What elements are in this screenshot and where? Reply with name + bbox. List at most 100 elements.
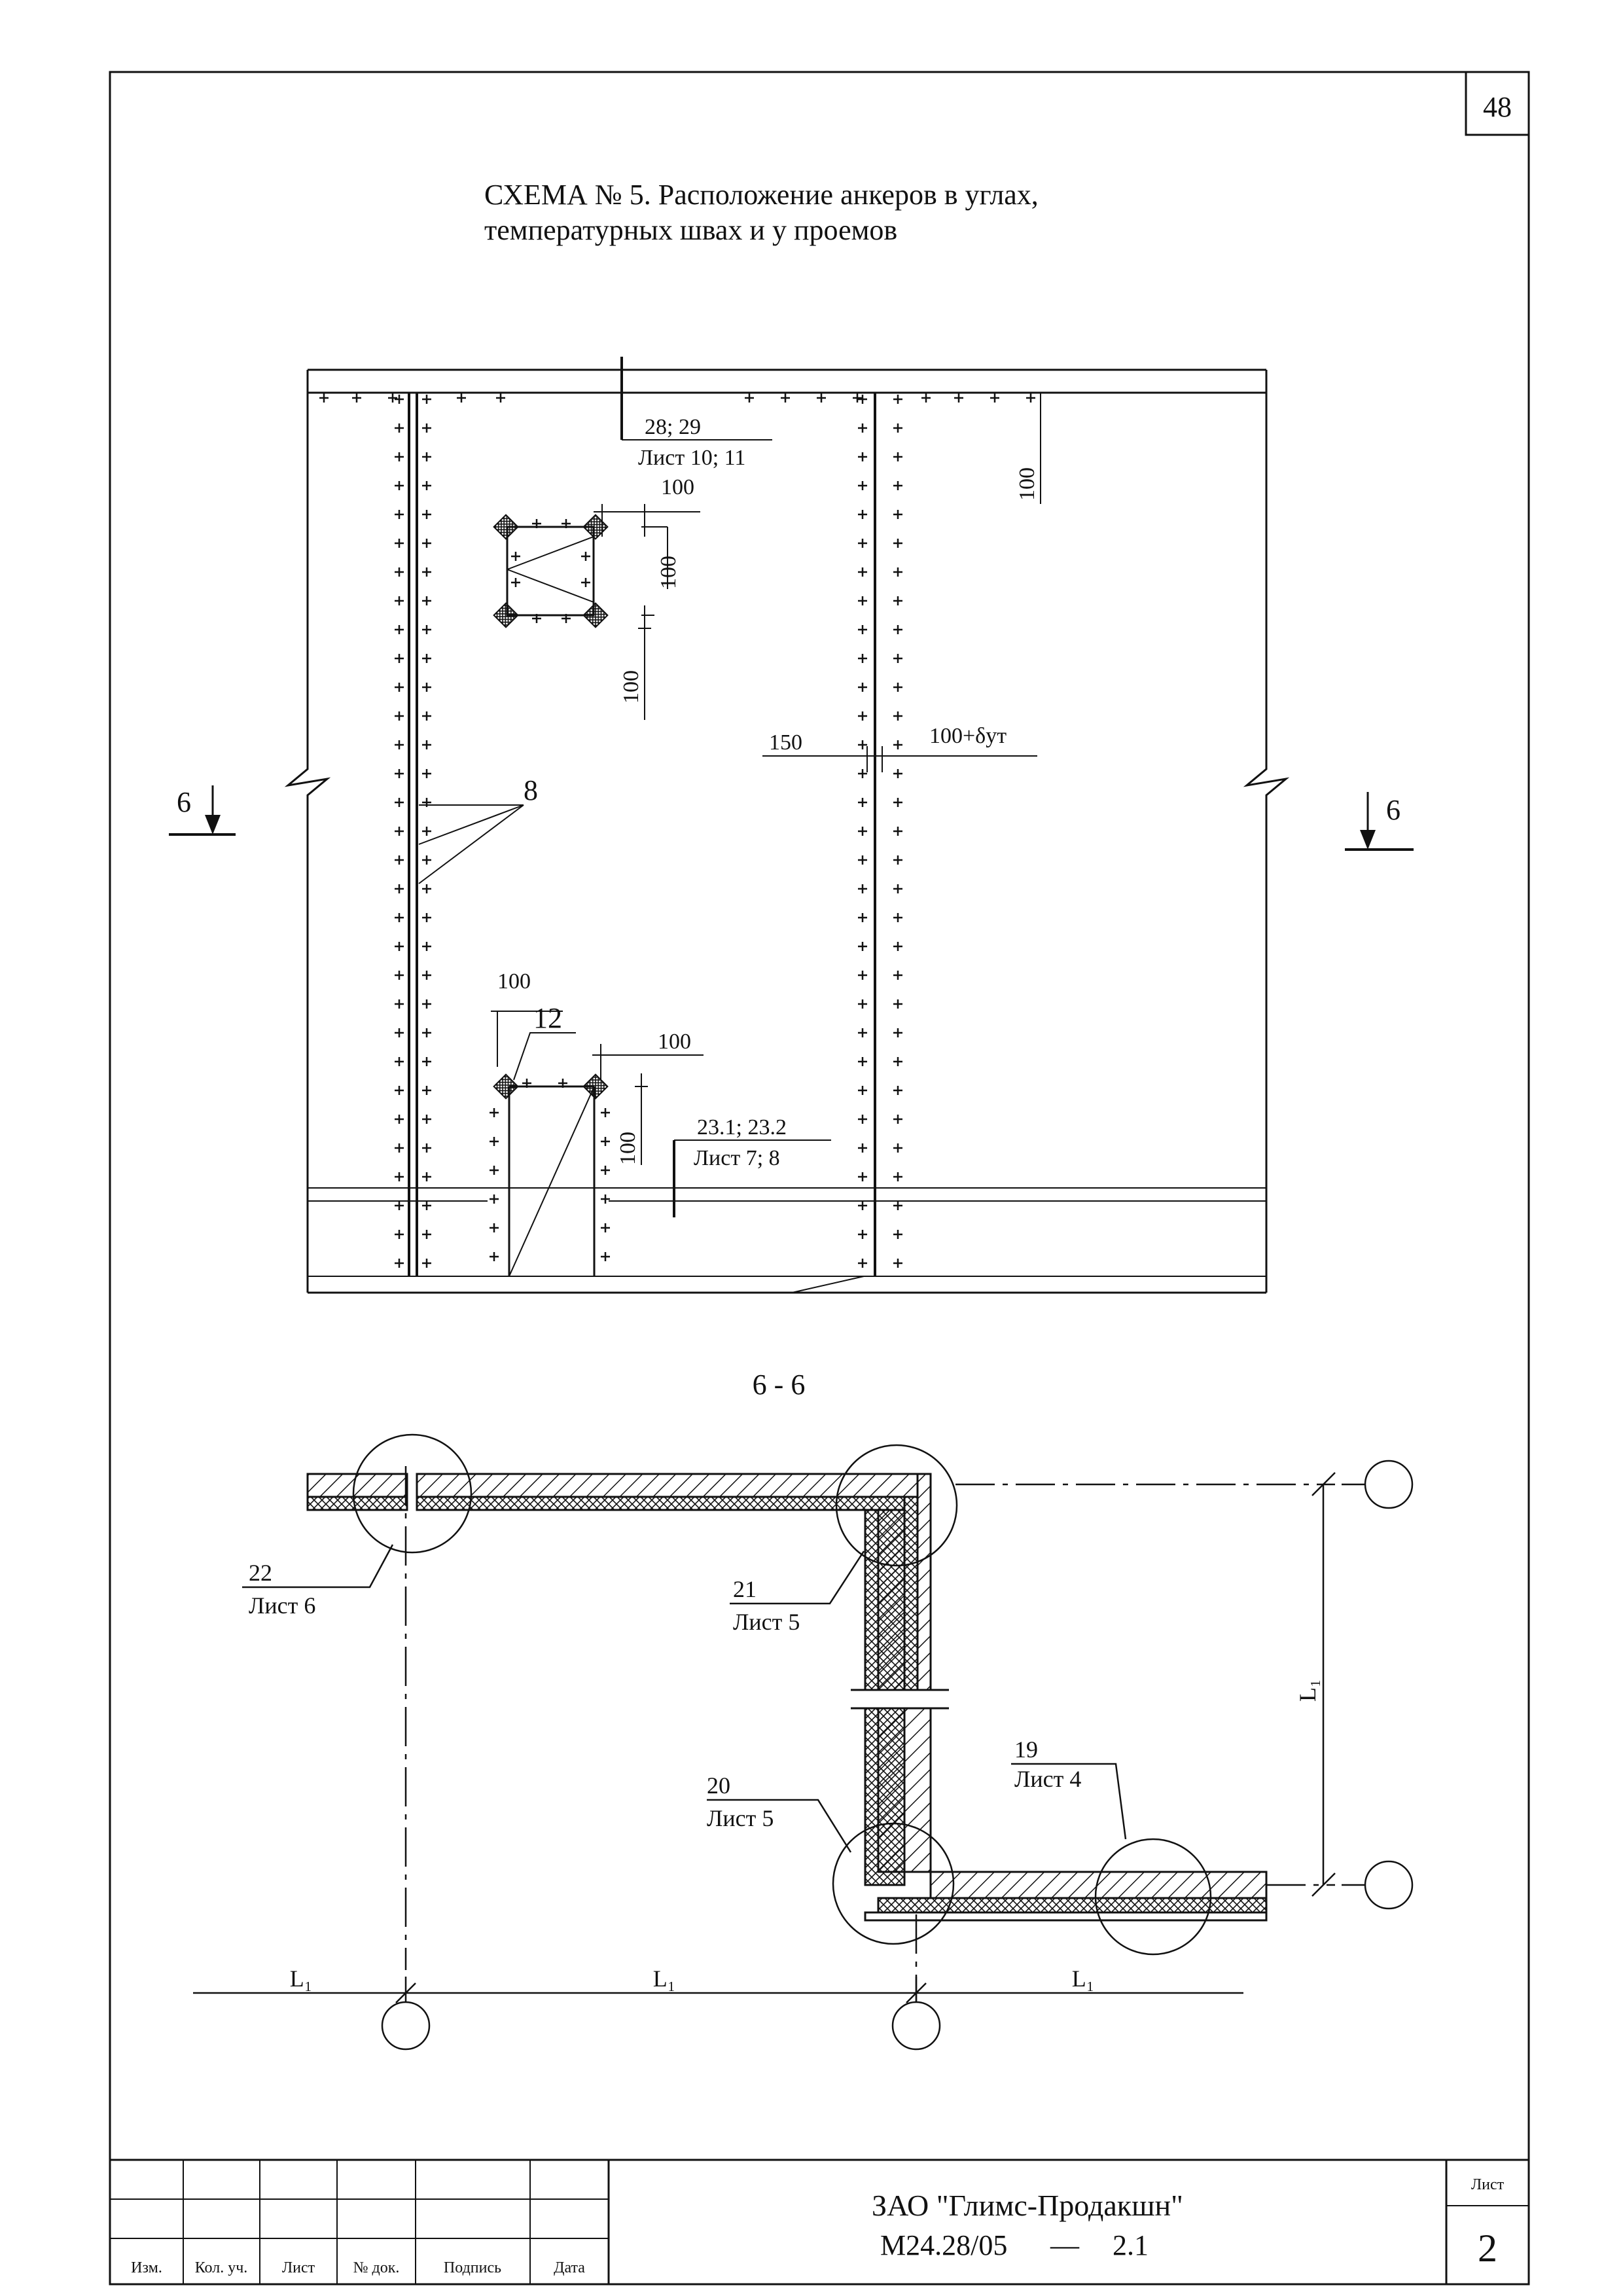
leader-12-label: 12 (533, 1002, 562, 1034)
anchor-plus-mark (893, 942, 902, 951)
anchor-plus-mark (562, 519, 571, 528)
anchor-plus-mark (601, 1108, 610, 1117)
anchor-plus-mark (395, 913, 404, 922)
anchor-plus-mark (395, 1259, 404, 1268)
section-mark-left (169, 785, 236, 836)
dim-door-left-top: 100 (497, 969, 531, 994)
tb-header-list: Лист (282, 2259, 315, 2276)
anchor-plus-mark (395, 625, 404, 634)
section-mark-right-label: 6 (1386, 794, 1400, 826)
anchor-plus-mark (422, 855, 431, 865)
corner-anchors (493, 514, 609, 1100)
anchor-plus-mark (395, 884, 404, 893)
anchor-plus-mark (522, 1079, 531, 1088)
span-h1-label: L₁ (290, 1965, 313, 1992)
sheet-frame (109, 71, 1530, 2286)
anchor-plus-mark (858, 1028, 867, 1037)
anchor-plus-mark (319, 393, 329, 403)
tb-sheet-number: 2 (1478, 2227, 1497, 2270)
anchor-plus-mark (422, 683, 431, 692)
anchor-plus-mark (893, 855, 902, 865)
anchor-plus-mark (490, 1166, 499, 1175)
anchor-plus-mark (893, 971, 902, 980)
anchor-plus-mark (422, 596, 431, 605)
anchor-plus-mark (858, 913, 867, 922)
anchor-plus-mark (422, 1086, 431, 1095)
anchor-plus-mark (395, 452, 404, 461)
anchor-plus-mark (858, 654, 867, 663)
anchor-plus-mark (858, 999, 867, 1009)
section-mark-right (1345, 792, 1414, 851)
anchor-plus-mark (422, 1057, 431, 1066)
anchor-plus-mark (422, 1143, 431, 1153)
anchor-plus-mark (395, 1057, 404, 1066)
tb-header-date: Дата (554, 2259, 585, 2276)
anchor-plus-mark (422, 740, 431, 749)
anchor-plus-mark (893, 452, 902, 461)
anchor-plus-mark (893, 827, 902, 836)
anchor-plus-mark (395, 1201, 404, 1210)
tb-code-left: М24.28/05 (880, 2229, 1007, 2261)
anchor-plus-mark (422, 539, 431, 548)
anchor-plus-mark (395, 1172, 404, 1181)
anchor-plus-mark (490, 1137, 499, 1146)
anchor-plus-mark (601, 1252, 610, 1261)
anchor-plus-mark (893, 1086, 902, 1095)
facade-elevation (284, 368, 1290, 1294)
anchor-plus-mark (490, 1223, 499, 1232)
callout-bottom-sheet: Лист 7; 8 (694, 1146, 780, 1170)
anchor-plus-mark (388, 393, 397, 403)
anchor-plus-mark (511, 552, 520, 561)
anchor-plus-mark (893, 884, 902, 893)
anchor-plus-mark (422, 1115, 431, 1124)
anchor-plus-mark (858, 769, 867, 778)
anchor-plus-mark (422, 971, 431, 980)
anchor-plus-mark (954, 393, 963, 403)
anchor-plus-mark (858, 395, 867, 404)
anchor-plus-mark (601, 1223, 610, 1232)
anchor-plus-mark (858, 510, 867, 519)
anchor-plus-mark (893, 539, 902, 548)
dim-window-bottom: 100 (619, 670, 643, 704)
anchor-plus-mark (858, 423, 867, 433)
anchor-plus-mark (858, 798, 867, 807)
anchor-plus-mark (422, 654, 431, 663)
anchor-plus-mark (893, 1201, 902, 1210)
anchor-plus-mark (858, 567, 867, 577)
anchor-plus-mark (395, 827, 404, 836)
anchor-plus-mark (490, 1194, 499, 1204)
anchor-plus-mark (858, 1115, 867, 1124)
anchor-plus-mark (395, 510, 404, 519)
anchor-plus-mark (395, 596, 404, 605)
anchor-plus-mark (422, 913, 431, 922)
anchor-plus-mark (395, 971, 404, 980)
anchor-plus-mark (858, 1230, 867, 1239)
section-mark-left-label: 6 (177, 786, 191, 818)
anchor-plus-mark (858, 1201, 867, 1210)
dim-door-side: 100 (616, 1132, 640, 1165)
anchor-plus-mark (395, 769, 404, 778)
anchor-plus-mark (558, 1079, 567, 1088)
dim-joint-left: 150 (769, 730, 802, 755)
callout-top-ref: 28; 29 (645, 415, 701, 439)
anchor-plus-mark (893, 423, 902, 433)
anchor-plus-mark (990, 393, 999, 403)
anchor-plus-mark (496, 393, 505, 403)
anchor-plus-mark (745, 393, 754, 403)
anchor-plus-mark (893, 798, 902, 807)
dim-window-top: 100 (661, 475, 694, 499)
anchor-plus-mark (422, 1172, 431, 1181)
tb-header-izm: Изм. (131, 2259, 162, 2276)
anchor-plus-mark (422, 999, 431, 1009)
anchor-plus-mark (395, 711, 404, 721)
anchor-plus-mark (893, 1028, 902, 1037)
schema-title-line2: температурных швах и у проемов (484, 214, 897, 246)
anchor-plus-mark (858, 1057, 867, 1066)
anchor-plus-mark (893, 481, 902, 490)
span-h3-label: L₁ (1072, 1965, 1095, 1992)
anchor-plus-mark (532, 614, 541, 623)
anchor-plus-mark (422, 452, 431, 461)
tb-organization: ЗАО "Глимс-Продакшн" (872, 2189, 1183, 2222)
span-vertical-label: L₁ (1294, 1679, 1321, 1702)
